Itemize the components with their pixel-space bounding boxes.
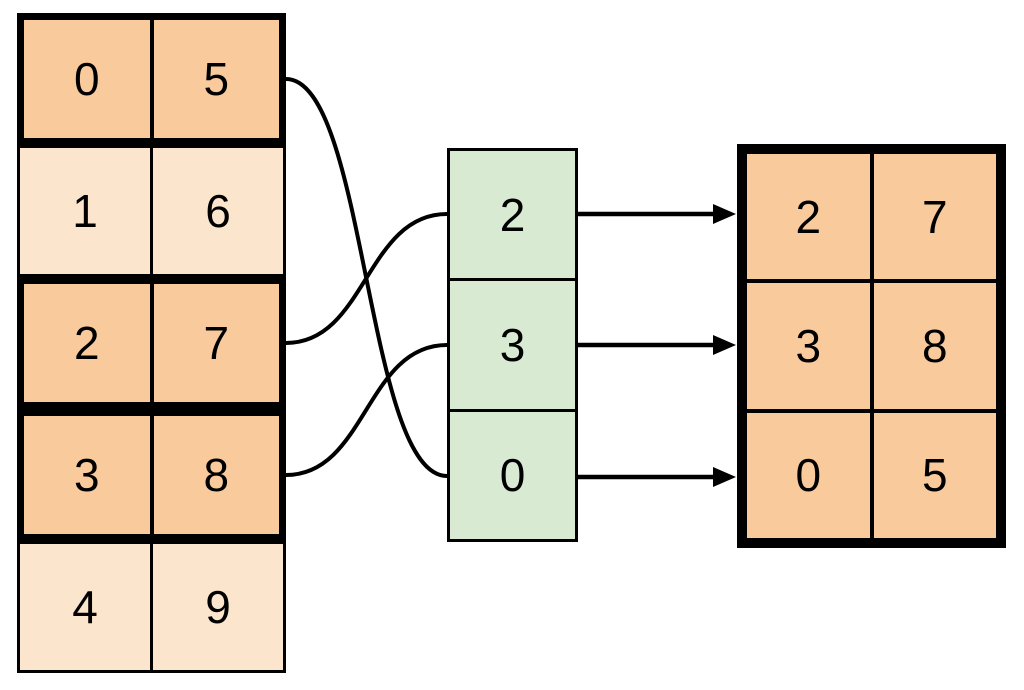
source-cell-r2c0: 2 — [73, 317, 100, 369]
result-cell-r1c0: 3 — [745, 281, 872, 411]
connector-source-row0-to-index-2 — [285, 77, 448, 478]
result-cell-r0c1: 7 — [871, 152, 998, 282]
connector-source-row2-to-index-0 — [285, 212, 448, 345]
result-cell-r2c0: 0 — [745, 410, 872, 540]
source-table-row-1: 1 6 — [17, 145, 286, 277]
source-cell-r1c1: 6 — [150, 148, 283, 274]
source-cell-r4c0: 4 — [72, 581, 98, 633]
source-cell-r0c1: 5 — [149, 20, 280, 138]
source-table-row-0: 0 5 — [17, 13, 286, 145]
source-table: 0 5 1 6 2 7 3 8 4 9 — [17, 13, 286, 673]
index-cell-0: 2 — [447, 148, 578, 282]
result-cell-r0c0: 2 — [745, 152, 872, 282]
source-cell-r3c0: 3 — [73, 449, 100, 501]
index-cell-2: 0 — [447, 408, 578, 542]
result-cell-r1c1: 8 — [871, 281, 998, 411]
source-table-row-2: 2 7 — [17, 277, 286, 409]
connector-source-row3-to-index-1 — [285, 343, 448, 477]
result-cell-r2c1: 5 — [871, 410, 998, 540]
source-cell-r4c1: 9 — [150, 544, 283, 670]
index-column: 2 3 0 — [447, 148, 578, 542]
index-cell-1: 3 — [447, 278, 578, 412]
source-cell-r3c1: 8 — [149, 416, 280, 534]
source-table-row-3: 3 8 — [17, 409, 286, 541]
source-cell-r2c1: 7 — [149, 284, 280, 402]
source-table-row-4: 4 9 — [17, 541, 286, 673]
result-table: 2 7 3 8 0 5 — [737, 144, 1006, 548]
source-cell-r1c0: 1 — [72, 185, 98, 237]
source-cell-r0c0: 0 — [73, 53, 100, 105]
